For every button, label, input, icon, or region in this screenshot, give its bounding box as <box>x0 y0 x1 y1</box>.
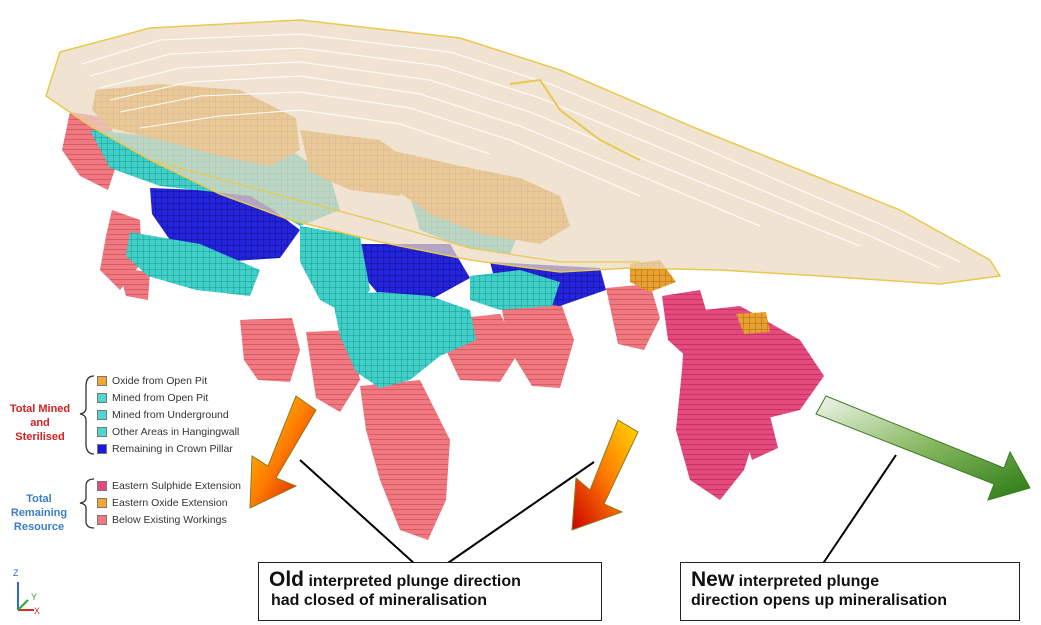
old-callout-leader-left <box>299 459 417 566</box>
old-callout-leader-right <box>444 461 595 566</box>
axis-z-label: Z <box>13 568 19 578</box>
legend-swatch <box>97 444 107 454</box>
old-callout-lead: Old <box>269 568 304 591</box>
legend-item: Remaining in Crown Pillar <box>97 442 233 456</box>
legend-item-label: Mined from Underground <box>112 409 229 421</box>
legend-item-label: Below Existing Workings <box>112 514 227 526</box>
new-callout-lead: New <box>691 568 735 591</box>
legend-item-label: Eastern Sulphide Extension <box>112 480 241 492</box>
legend-item: Other Areas in Hangingwall <box>97 425 239 439</box>
mined-group-brace <box>79 375 95 455</box>
legend-swatch <box>97 515 107 525</box>
new-plunge-callout: New interpreted plunge direction opens u… <box>680 562 1020 621</box>
legend-item-label: Eastern Oxide Extension <box>112 497 228 509</box>
legend-item: Eastern Oxide Extension <box>97 496 228 510</box>
legend-item: Mined from Underground <box>97 408 229 422</box>
legend-swatch <box>97 376 107 386</box>
total-mined-label: Total Mined and Sterilised <box>9 403 71 443</box>
axis-y-label: Y <box>31 592 38 602</box>
old-plunge-arrow-left <box>249 395 317 509</box>
legend-swatch <box>97 481 107 491</box>
total-remaining-label: Total Remaining Resource <box>10 493 68 533</box>
eastern-sulphide-extension-blocks <box>662 290 824 500</box>
new-plunge-arrow <box>815 395 1031 501</box>
old-callout-line1: interpreted plunge direction <box>304 573 521 590</box>
new-callout-leader <box>821 454 897 566</box>
axis-x-label: X <box>34 606 41 616</box>
old-callout-line2: had closed of mineralisation <box>271 592 488 609</box>
remaining-group-brace <box>79 478 95 529</box>
new-callout-line1: interpreted plunge <box>734 573 880 590</box>
legend-swatch <box>97 498 107 508</box>
legend-item: Below Existing Workings <box>97 513 227 527</box>
axis-triad <box>17 582 34 611</box>
new-callout-line2: direction opens up mineralisation <box>691 592 948 609</box>
legend-item: Eastern Sulphide Extension <box>97 479 241 493</box>
legend-item-label: Mined from Open Pit <box>112 392 209 404</box>
legend-item: Mined from Open Pit <box>97 391 208 405</box>
old-plunge-callout: Old interpreted plunge direction had clo… <box>258 562 602 621</box>
old-plunge-arrow-right <box>571 419 639 531</box>
legend-swatch <box>97 410 107 420</box>
legend-item: Oxide from Open Pit <box>97 374 207 388</box>
open-pit-shell <box>45 19 1002 285</box>
legend-item-label: Oxide from Open Pit <box>112 375 208 387</box>
legend-swatch <box>97 393 107 403</box>
below-existing-workings-blocks <box>62 112 660 540</box>
legend-item-label: Other Areas in Hangingwall <box>112 426 240 438</box>
legend-swatch <box>97 427 107 437</box>
legend-item-label: Remaining in Crown Pillar <box>112 443 233 455</box>
